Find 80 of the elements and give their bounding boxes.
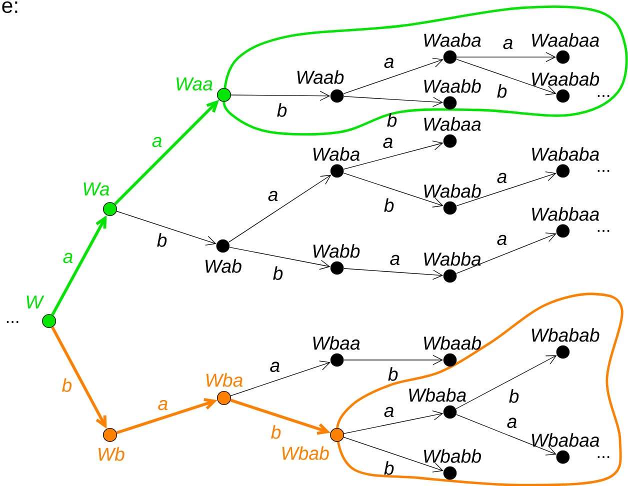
arrow bbox=[116, 398, 218, 434]
arrow bbox=[229, 246, 330, 270]
node-label: Waaba bbox=[424, 33, 481, 47]
arrow bbox=[230, 360, 330, 396]
node-label: Waabb bbox=[424, 79, 481, 93]
node-label: W bbox=[26, 296, 44, 308]
node-label: Wb bbox=[98, 447, 124, 461]
edge-label: a bbox=[507, 418, 517, 428]
edge-label: b bbox=[271, 425, 281, 439]
node-label: Wbabb bbox=[424, 449, 481, 463]
edge-label: a bbox=[158, 400, 168, 410]
figure-label: e: bbox=[2, 1, 18, 14]
arrow bbox=[456, 232, 556, 274]
node-label: Wbaa bbox=[313, 336, 360, 350]
arrow bbox=[343, 140, 444, 170]
arrow bbox=[230, 90, 330, 101]
arrow bbox=[456, 59, 556, 96]
arrow bbox=[456, 355, 557, 410]
arrow bbox=[343, 172, 444, 208]
edge-label: b bbox=[509, 389, 519, 403]
node-label: Waabaa bbox=[532, 33, 600, 47]
edge-label: b bbox=[273, 266, 283, 280]
edge-label: a bbox=[390, 254, 400, 266]
node-label: Wba bbox=[206, 373, 243, 387]
edge-label: a bbox=[384, 406, 394, 418]
edge-label: a bbox=[383, 138, 393, 148]
edge-label: a bbox=[268, 190, 278, 202]
edge-label: a bbox=[384, 58, 394, 68]
arrow bbox=[114, 100, 220, 206]
arrow bbox=[116, 210, 216, 246]
arrow bbox=[228, 174, 332, 243]
node-label: Wab bbox=[206, 259, 242, 273]
edge-label: a bbox=[270, 362, 280, 372]
node-label: Wa bbox=[84, 182, 110, 196]
node-label: Wabbaa bbox=[532, 207, 600, 221]
arrow bbox=[51, 326, 107, 429]
ellipsis: ... bbox=[6, 321, 18, 323]
ellipsis: ... bbox=[598, 230, 610, 232]
ellipsis: ... bbox=[598, 456, 610, 458]
node-label: Wabab bbox=[424, 184, 481, 198]
edge-label: b bbox=[387, 113, 397, 127]
arrow bbox=[344, 268, 444, 280]
edge-label: b bbox=[277, 103, 287, 117]
arrow bbox=[51, 215, 107, 316]
edge-label: a bbox=[503, 38, 513, 50]
node-label: Wbaba bbox=[409, 388, 466, 402]
arrow bbox=[343, 58, 444, 94]
edge-label: b bbox=[62, 378, 72, 392]
edge-label: a bbox=[152, 136, 162, 148]
edge-label: a bbox=[497, 234, 507, 246]
arrow bbox=[343, 436, 444, 472]
arrow bbox=[456, 52, 556, 62]
edge-label: b bbox=[497, 84, 507, 98]
edge-label: b bbox=[384, 461, 394, 475]
edge-label: b bbox=[157, 233, 167, 247]
node-label: Wbabab bbox=[532, 328, 600, 342]
edge-label: b bbox=[388, 367, 398, 381]
edge-label: a bbox=[497, 172, 507, 184]
node-label: Wbaab bbox=[424, 336, 481, 350]
arrow bbox=[344, 410, 444, 434]
arrow bbox=[456, 171, 556, 206]
node-label: Wbab bbox=[282, 446, 329, 460]
node-label: Waabab bbox=[532, 72, 600, 86]
node-label: Waba bbox=[313, 147, 360, 161]
node-label: Wababa bbox=[532, 147, 600, 161]
ellipsis: ... bbox=[598, 170, 610, 172]
arrow bbox=[344, 355, 444, 365]
highlight-region bbox=[222, 5, 628, 136]
node-label: Wabb bbox=[313, 244, 360, 258]
arrow bbox=[230, 398, 330, 435]
node-label: Wbabaa bbox=[532, 433, 600, 447]
ellipsis: ... bbox=[598, 95, 610, 97]
node-label: Waa bbox=[176, 77, 212, 91]
arrow bbox=[456, 414, 556, 456]
edge-label: b bbox=[384, 198, 394, 212]
node-label: Wabaa bbox=[424, 117, 481, 131]
node-label: Waab bbox=[297, 70, 344, 84]
node-label: Wabba bbox=[424, 252, 481, 266]
arrow bbox=[344, 96, 444, 107]
edge-label: a bbox=[63, 252, 73, 264]
